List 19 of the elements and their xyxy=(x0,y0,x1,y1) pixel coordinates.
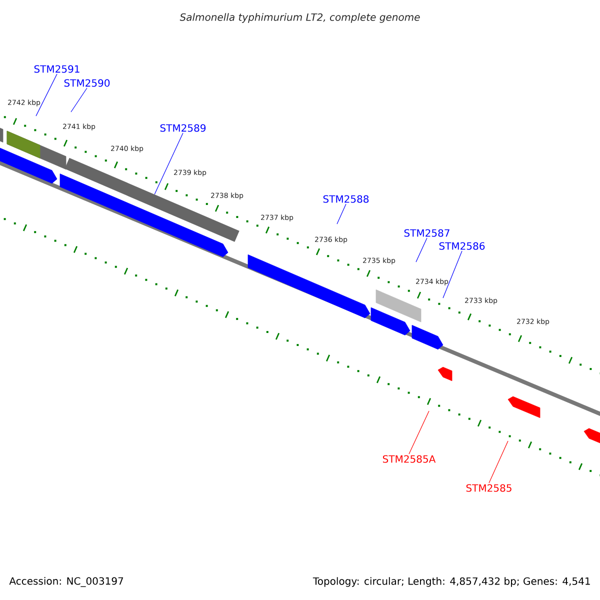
leader-line xyxy=(154,132,184,195)
gene-label: STM2588 xyxy=(323,195,369,203)
gene-label: STM2585 xyxy=(466,484,512,492)
leader-line xyxy=(336,204,346,224)
gene-label: STM2586 xyxy=(439,242,485,250)
leader-line xyxy=(408,410,430,454)
leader-line xyxy=(416,238,428,262)
gene-label: STM2590 xyxy=(64,79,110,87)
leader-line xyxy=(36,74,58,116)
leader-line xyxy=(70,88,88,112)
footer-text: Accession: NC_003197 xyxy=(9,577,124,587)
title: Salmonella typhimurium LT2, complete genome xyxy=(180,13,420,23)
gene-label: STM2591 xyxy=(34,65,80,73)
gene-label: STM2585A xyxy=(382,455,436,463)
leader-line xyxy=(442,250,462,298)
gene-label: STM2589 xyxy=(160,124,206,132)
footer-text: Topology: circular; Length: 4,857,432 bp; Genes: 4,541 xyxy=(312,577,590,587)
gene-label: STM2587 xyxy=(404,229,450,237)
leader-line xyxy=(488,440,508,484)
